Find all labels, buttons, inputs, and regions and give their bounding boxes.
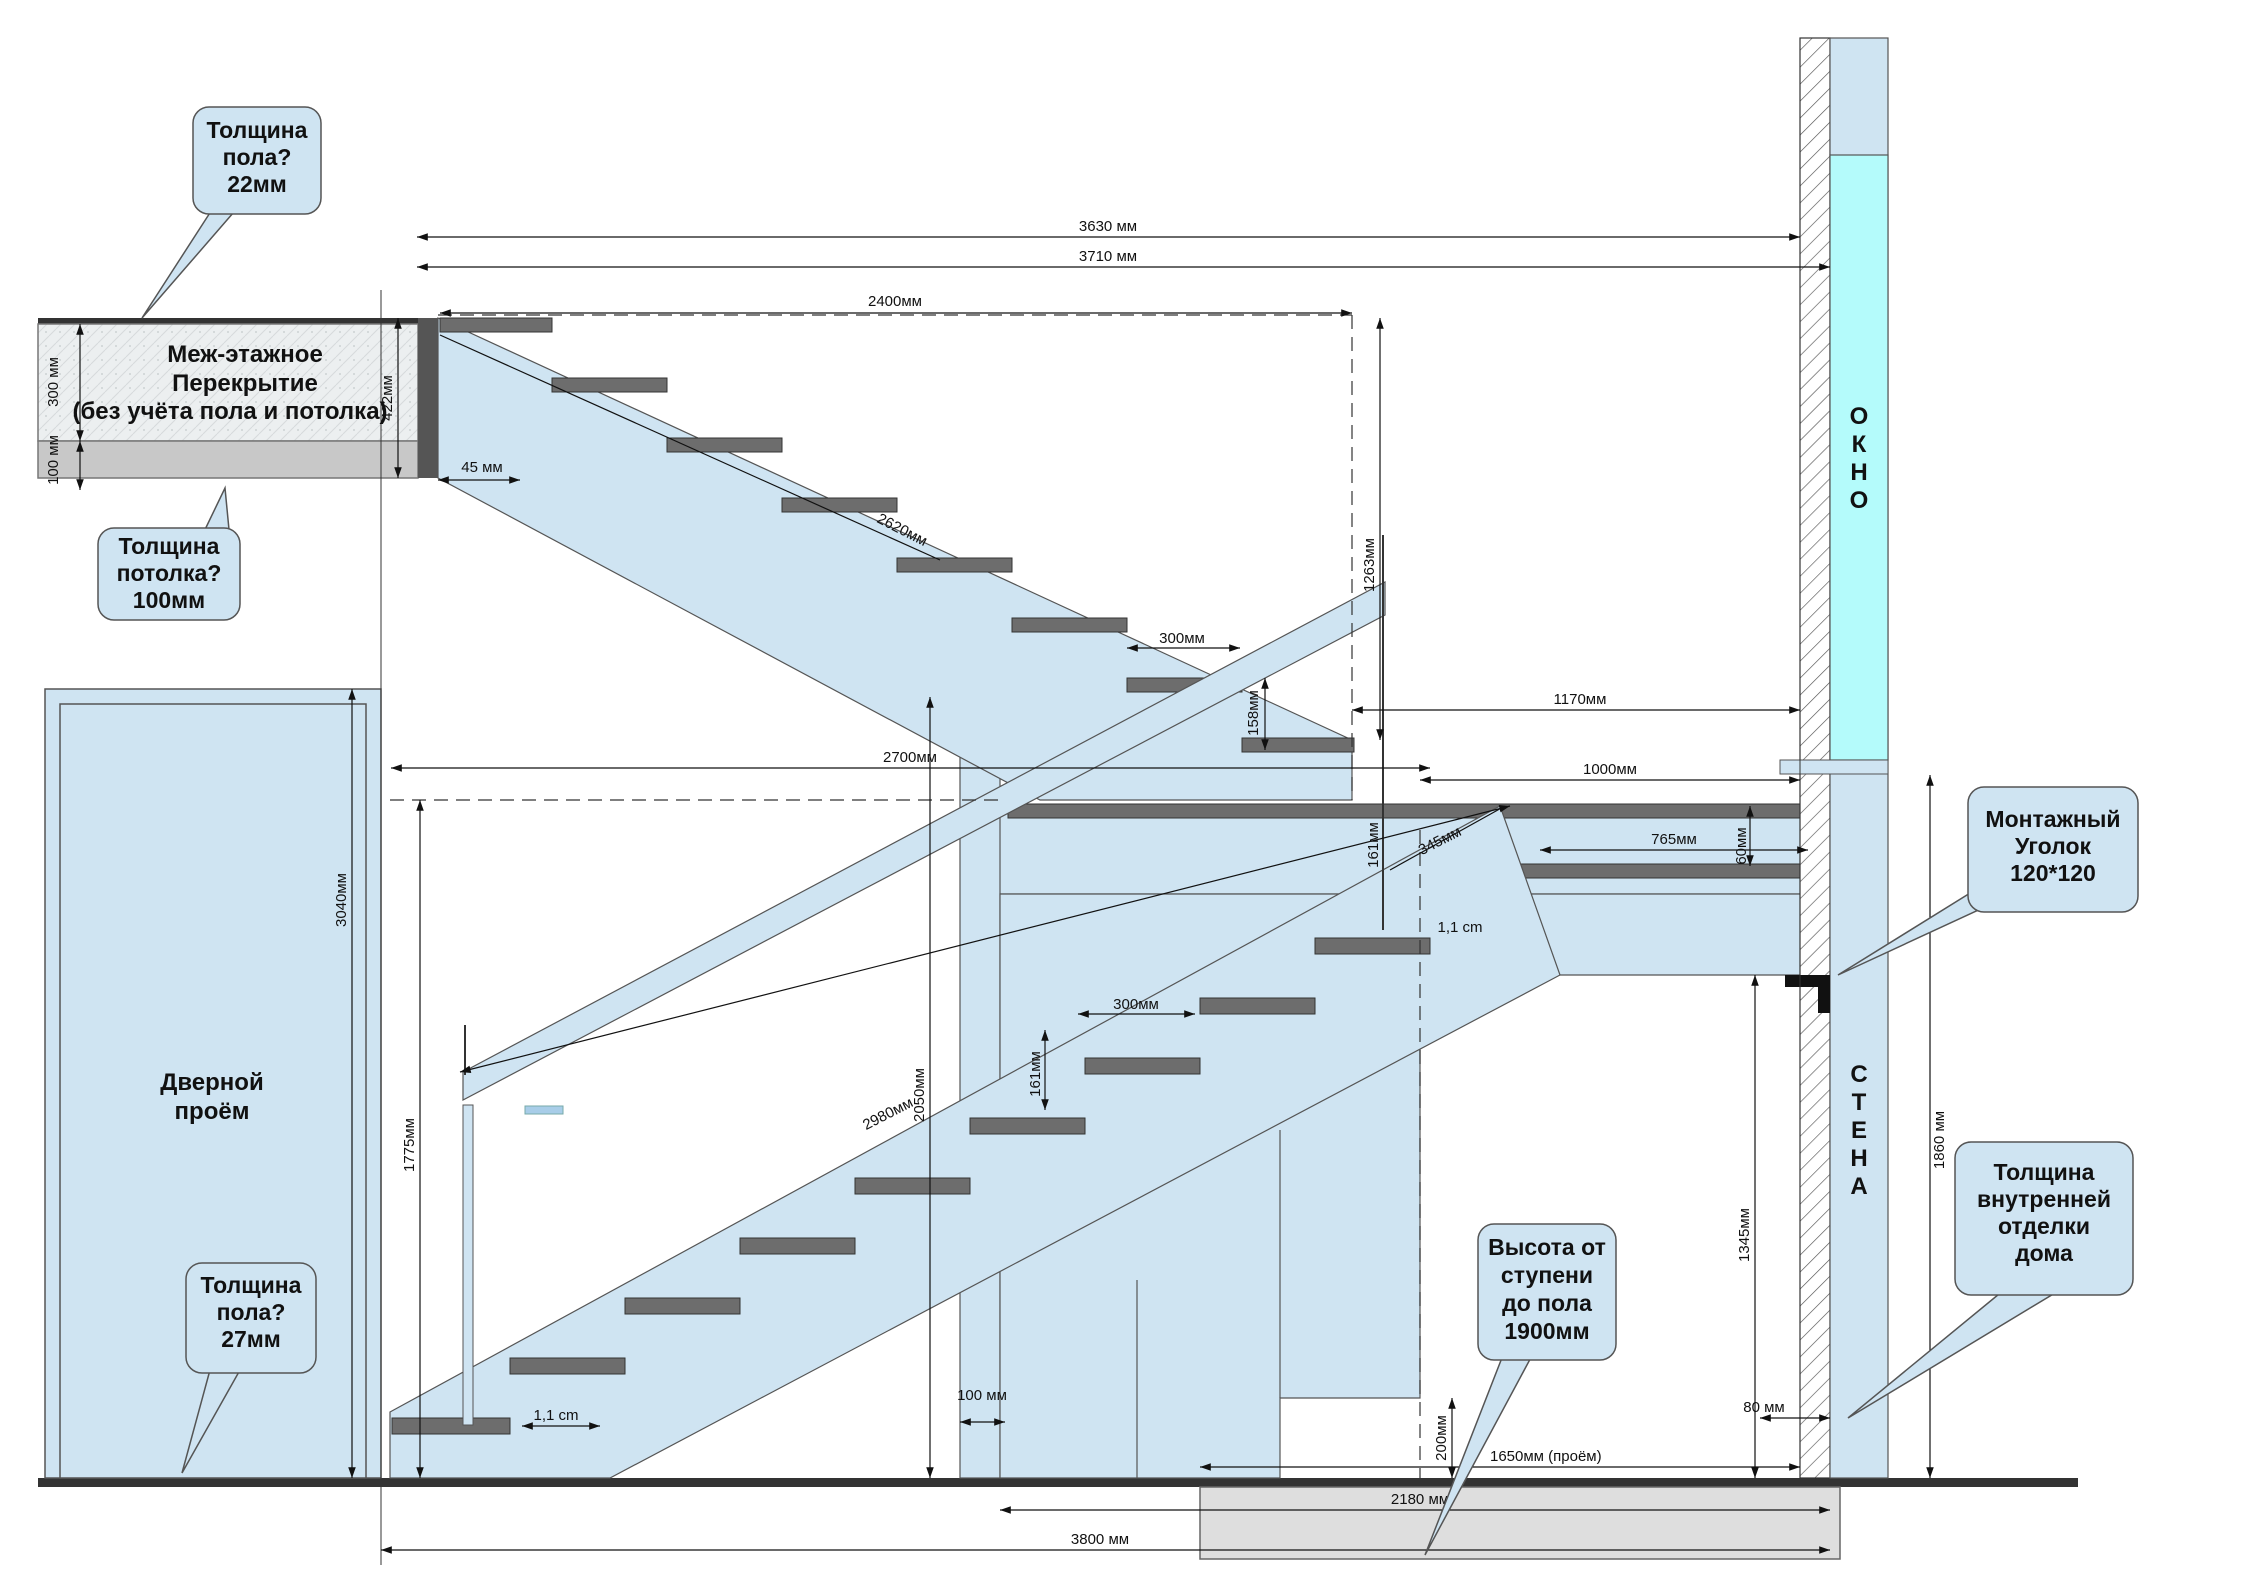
slab-label-line-3: (без учёта пола и потолка) xyxy=(72,398,387,425)
dim-161-top: 161мм xyxy=(1365,822,1382,868)
dim-3800: 3800 мм xyxy=(1071,1531,1129,1548)
dim-80: 80 мм xyxy=(1743,1399,1784,1416)
slab-label: Меж-этажное Перекрытие (без учёта пола и… xyxy=(72,341,387,425)
interfloor-slab xyxy=(37,323,419,442)
dim-422: 422мм xyxy=(379,375,396,421)
callout-inner-finish-3: отделки xyxy=(1998,1213,2090,1239)
door-label-line-1: Дверной xyxy=(160,1069,263,1096)
dim-3630: 3630 мм xyxy=(1079,218,1137,235)
dimension-lines xyxy=(76,233,1934,1554)
window-letter-4: О xyxy=(1850,487,1869,514)
dim-765: 765мм xyxy=(1651,831,1697,848)
dim-2050: 2050мм xyxy=(911,1068,928,1122)
floor-opening-box xyxy=(1199,1486,1841,1560)
dim-1-1-top: 1,1 cm xyxy=(1437,919,1482,936)
window-glass xyxy=(1829,154,1889,761)
dim-200: 200мм xyxy=(1433,1415,1450,1461)
callout-floor-top-2: пола? xyxy=(223,144,292,170)
slab-edge xyxy=(418,318,438,478)
callout-step-height-1: Высота от xyxy=(1488,1234,1606,1260)
dim-100-post: 100 мм xyxy=(957,1387,1007,1404)
callout-mount-angle: Монтажный Уголок 120*120 xyxy=(1837,786,2139,976)
callout-step-height-2: ступени xyxy=(1501,1262,1593,1288)
callout-inner-finish-2: внутренней xyxy=(1977,1186,2111,1212)
callout-floor-bottom-1: Толщина xyxy=(201,1272,302,1298)
callout-floor-top: Толщина пола? 22мм xyxy=(141,106,322,319)
window-sill xyxy=(1779,759,1889,775)
dim-161-bottom: 161мм xyxy=(1027,1051,1044,1097)
dim-1000: 1000мм xyxy=(1583,761,1637,778)
slab-label-line-1: Меж-этажное xyxy=(167,341,323,368)
dim-1263: 1263мм xyxy=(1361,538,1378,592)
dim-1-1-bottom: 1,1 cm xyxy=(533,1407,578,1424)
wall-label: С Т Е Н А xyxy=(1850,1061,1867,1200)
callout-inner-finish-1: Толщина xyxy=(1994,1159,2095,1185)
landing-tread xyxy=(1007,803,1809,819)
dim-1170: 1170мм xyxy=(1554,691,1607,708)
window-label: О К Н О xyxy=(1850,403,1869,514)
callout-inner-finish: Толщина внутренней отделки дома xyxy=(1847,1141,2134,1419)
ceiling-layer xyxy=(37,440,419,479)
window-letter-2: К xyxy=(1852,431,1867,458)
dim-1345: 1345мм xyxy=(1736,1208,1753,1262)
callout-floor-bottom-2: пола? xyxy=(217,1299,286,1325)
dim-1860: 1860 мм xyxy=(1931,1111,1948,1169)
dim-300-slab: 300 мм xyxy=(45,357,62,407)
callout-ceiling-1: Толщина xyxy=(119,533,220,559)
ground-floor-line xyxy=(38,1478,2078,1487)
callout-ceiling: Толщина потолка? 100мм xyxy=(97,485,241,621)
dim-2980: 2980мм xyxy=(860,1094,916,1134)
dim-300-bottom: 300мм xyxy=(1113,996,1159,1013)
wall-letter-1: С xyxy=(1850,1061,1867,1088)
callout-inner-finish-4: дома xyxy=(2015,1240,2073,1266)
dim-158: 158мм xyxy=(1245,690,1262,736)
callout-mount-angle-1: Монтажный xyxy=(1985,806,2120,832)
wall-letter-3: Е xyxy=(1851,1117,1867,1144)
dim-3040: 3040мм xyxy=(333,873,350,927)
wall-letter-2: Т xyxy=(1852,1089,1867,1116)
window-letter-1: О xyxy=(1850,403,1869,430)
dim-1650: 1650мм (проём) xyxy=(1490,1448,1602,1465)
callout-ceiling-2: потолка? xyxy=(117,560,222,586)
callout-ceiling-3: 100мм xyxy=(133,587,205,613)
callout-step-height-3: до пола xyxy=(1502,1290,1592,1316)
floor-top-layer xyxy=(38,318,438,324)
door-label-line-2: проём xyxy=(175,1098,250,1125)
dim-1775: 1775мм xyxy=(401,1118,418,1172)
dim-45: 45 мм xyxy=(461,459,502,476)
callout-floor-top-3: 22мм xyxy=(227,171,287,197)
callout-step-height: Высота от ступени до пола 1900мм xyxy=(1424,1223,1617,1556)
wall-hatched xyxy=(1799,37,1831,1479)
dim-300-top: 300мм xyxy=(1159,630,1205,647)
dim-2400: 2400мм xyxy=(868,293,922,310)
callout-mount-angle-2: Уголок xyxy=(2015,833,2092,859)
structure xyxy=(37,37,2078,1560)
callout-floor-bottom: Толщина пола? 27мм xyxy=(181,1262,317,1474)
dim-100-slab: 100 мм xyxy=(45,435,62,485)
callout-floor-bottom-3: 27мм xyxy=(221,1326,281,1352)
dim-60: 60мм xyxy=(1733,827,1750,864)
callout-mount-angle-3: 120*120 xyxy=(2010,860,2096,886)
callout-step-height-4: 1900мм xyxy=(1504,1318,1589,1344)
slab-label-line-2: Перекрытие xyxy=(172,370,318,397)
dim-2700: 2700мм xyxy=(883,749,937,766)
wall-letter-4: Н xyxy=(1850,1145,1867,1172)
callout-floor-top-1: Толщина xyxy=(207,117,308,143)
dim-3710: 3710 мм xyxy=(1079,248,1137,265)
wall-letter-5: А xyxy=(1850,1173,1867,1200)
door-label: Дверной проём xyxy=(160,1069,263,1125)
window-letter-3: Н xyxy=(1850,459,1867,486)
dim-2180: 2180 мм xyxy=(1391,1491,1449,1508)
